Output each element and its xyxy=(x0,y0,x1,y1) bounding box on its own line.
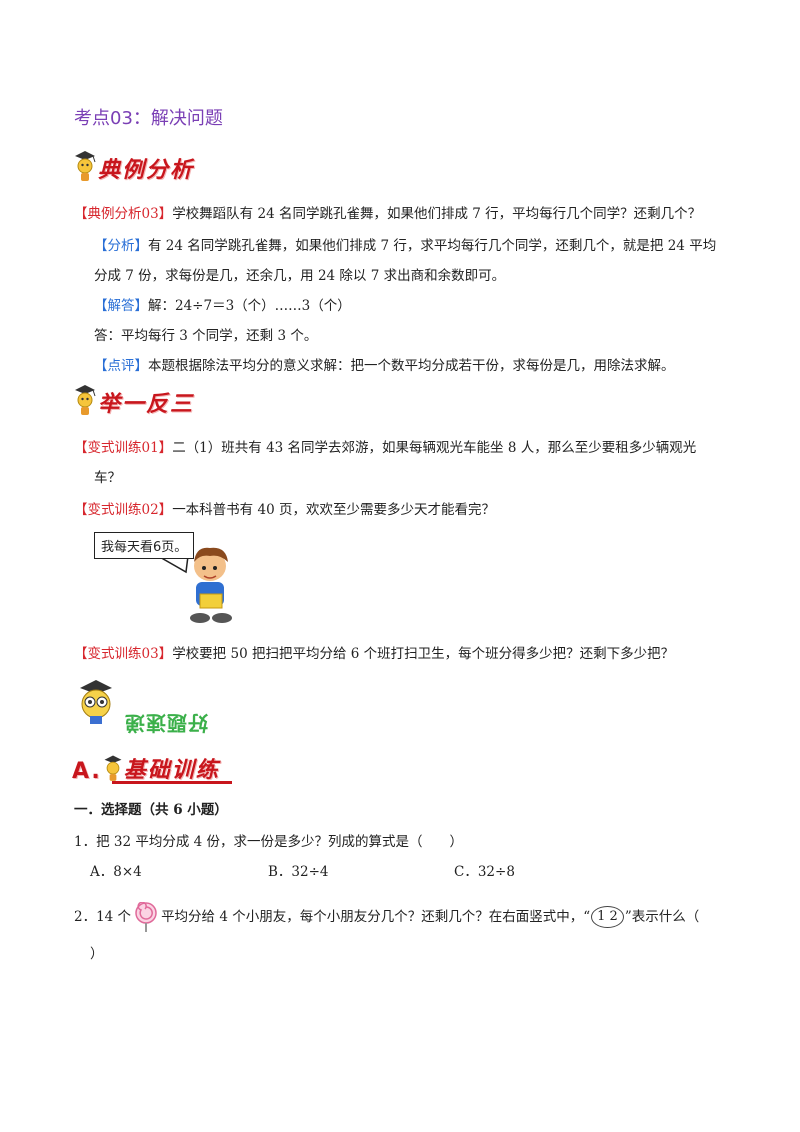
banner-basic-underline xyxy=(112,781,232,784)
owl-mascot-icon xyxy=(80,680,112,724)
speech-bubble-tail-icon xyxy=(155,547,232,623)
practice-1: 【变式训练01】二（1）班共有 43 名同学去郊游，如果每辆观光车能坐 8 人，… xyxy=(74,438,696,458)
banner-basic-prefix: A. xyxy=(72,759,102,784)
q2-part2: 平均分给 4 个小朋友，每个小朋友分几个？还剩几个？在右面竖式中，“ xyxy=(161,909,591,925)
lollipop-icon xyxy=(135,902,157,932)
example-question-text: 学校舞蹈队有 24 名同学跳孔雀舞，如果他们排成 7 行，平均每行几个同学？还剩… xyxy=(172,206,702,222)
section1-heading: 一．选择题（共 6 小题） xyxy=(74,802,228,818)
q1-option-a[interactable]: A．8×4 xyxy=(90,864,142,880)
banner-basic-text: 基础训练 xyxy=(123,758,220,783)
practice-1-line2: 车？ xyxy=(94,470,121,486)
q2-part3: ”表示什么（ xyxy=(624,909,700,925)
practice-3-tag: 【变式训练03】 xyxy=(74,646,173,662)
banner-example-text: 典例分析 xyxy=(98,158,195,183)
q1-option-c[interactable]: C．32÷8 xyxy=(454,864,515,880)
banner-example: 典例分析 xyxy=(72,150,194,184)
example-tag: 【典例分析03】 xyxy=(74,206,173,222)
analysis-line2: 分成 7 份，求每份是几，还余几，用 24 除以 7 求出商和余数即可。 xyxy=(94,268,506,284)
banner-improve: 好题速递 xyxy=(72,676,242,746)
practice-2: 【变式训练02】一本科普书有 40 页，欢欢至少需要多少天才能看完？ xyxy=(74,500,495,520)
banner-improve-text: 好题速递 xyxy=(124,711,208,735)
section-title: 考点03：解决问题 xyxy=(74,108,223,129)
q1-option-b[interactable]: B．32÷4 xyxy=(268,864,329,880)
answer-tag: 【解答】 xyxy=(94,298,148,314)
doctor-mascot-icon xyxy=(104,755,122,781)
q2-boxed-digits: 1 2 xyxy=(591,906,624,928)
practice-3: 【变式训练03】学校要把 50 把扫把平均分给 6 个班打扫卫生，每个班分得多少… xyxy=(74,644,674,664)
banner-practice: 举一反三 xyxy=(72,384,194,418)
practice-1-tag: 【变式训练01】 xyxy=(74,440,173,456)
q2-part1: 2．14 个 xyxy=(74,909,132,925)
banner-practice-text: 举一反三 xyxy=(98,392,195,417)
example-question: 【典例分析03】学校舞蹈队有 24 名同学跳孔雀舞，如果他们排成 7 行，平均每… xyxy=(74,204,701,224)
practice-3-line1: 学校要把 50 把扫把平均分给 6 个班打扫卫生，每个班分得多少把？还剩下多少把… xyxy=(172,646,675,662)
comment-tag: 【点评】 xyxy=(94,358,148,374)
analysis-tag: 【分析】 xyxy=(94,238,148,254)
example-comment: 【点评】本题根据除法平均分的意义求解：把一个数平均分成若干份，求每份是几，用除法… xyxy=(94,356,675,376)
question-2: 2．14 个 平均分给 4 个小朋友，每个小朋友分几个？还剩几个？在右面竖式中，… xyxy=(74,902,699,932)
practice-1-line1: 二（1）班共有 43 名同学去郊游，如果每辆观光车能坐 8 人，那么至少要租多少… xyxy=(172,440,697,456)
example-analysis: 【分析】有 24 名同学跳孔雀舞，如果他们排成 7 行，求平均每行几个同学，还剩… xyxy=(94,236,716,256)
comment-text: 本题根据除法平均分的意义求解：把一个数平均分成若干份，求每份是几，用除法求解。 xyxy=(148,358,675,374)
practice-2-tag: 【变式训练02】 xyxy=(74,502,173,518)
example-reply: 答：平均每行 3 个同学，还剩 3 个。 xyxy=(94,328,318,344)
example-answer: 【解答】解：24÷7＝3（个）……3（个） xyxy=(94,296,351,316)
q2-line2: ） xyxy=(90,946,104,962)
reading-boy-illustration: 我每天看6页。 xyxy=(92,528,252,628)
practice-2-line1: 一本科普书有 40 页，欢欢至少需要多少天才能看完？ xyxy=(172,502,495,518)
analysis-line1: 有 24 名同学跳孔雀舞，如果他们排成 7 行，求平均每行几个同学，还剩几个，就… xyxy=(148,238,717,254)
question-1: 1．把 32 平均分成 4 份，求一份是多少？列成的算式是（ ） xyxy=(74,834,464,850)
answer-text: 解：24÷7＝3（个）……3（个） xyxy=(148,298,351,314)
doctor-mascot-icon xyxy=(75,385,96,415)
banner-basic: A. 基础训练 xyxy=(72,752,220,784)
doctor-mascot-icon xyxy=(75,151,96,181)
speech-bubble: 我每天看6页。 xyxy=(94,532,195,559)
